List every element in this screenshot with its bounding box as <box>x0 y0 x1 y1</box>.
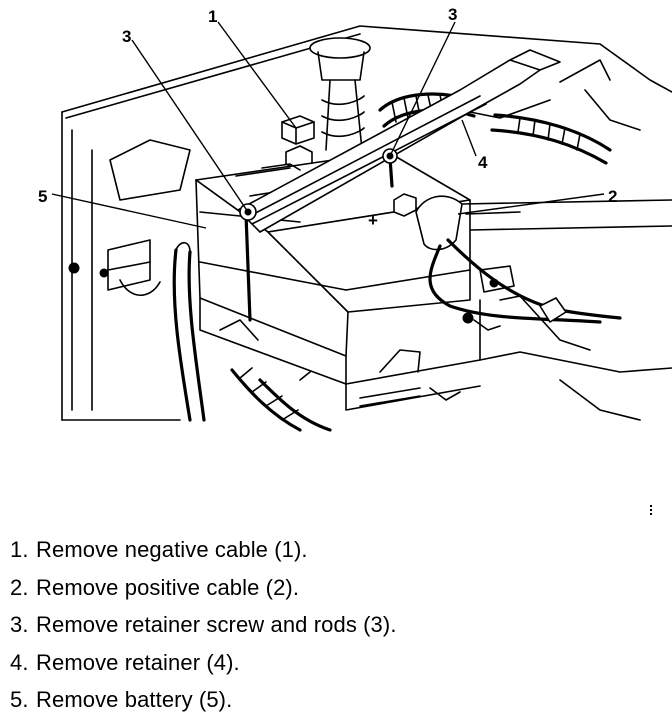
engine-compartment-outline <box>61 25 672 421</box>
callout-5: 5 <box>38 187 47 206</box>
leader-lines <box>51 21 605 229</box>
leader-1 <box>217 21 297 129</box>
step-item: 2. Remove positive cable (2). <box>10 569 397 607</box>
step-number: 4. <box>10 649 29 675</box>
callout-2: 2 <box>608 187 617 206</box>
step-item: 5. Remove battery (5). <box>10 681 397 719</box>
callout-3-left: 3 <box>122 27 131 46</box>
step-item: 1. Remove negative cable (1). <box>10 531 397 569</box>
step-text: Remove battery (5). <box>36 687 233 712</box>
battery-removal-diagram: + <box>38 5 672 432</box>
retainer <box>237 49 561 233</box>
reservoir-cap <box>309 37 371 151</box>
lower-hose <box>172 241 332 432</box>
step-item: 3. Remove retainer screw and rods (3). <box>10 606 397 644</box>
step-text: Remove retainer screw and rods (3). <box>36 612 397 637</box>
step-item: 4. Remove retainer (4). <box>10 644 397 682</box>
step-text: Remove negative cable (1). <box>36 537 308 562</box>
leader-5 <box>51 193 207 229</box>
step-text: Remove positive cable (2). <box>36 574 300 600</box>
step-number: 3. <box>10 612 29 637</box>
step-number: 2. <box>10 574 29 600</box>
negative-terminal-bolt <box>281 115 315 171</box>
margin-mark <box>650 505 652 519</box>
callout-1: 1 <box>208 7 217 26</box>
step-number: 5. <box>10 687 29 712</box>
leader-4 <box>461 119 477 157</box>
callout-3-right: 3 <box>448 5 457 24</box>
positive-symbol: + <box>368 211 378 230</box>
leader-2 <box>457 193 605 215</box>
removal-steps-list: 1. Remove negative cable (1). 2. Remove po… <box>10 531 397 719</box>
positive-cable <box>415 195 622 331</box>
step-number: 1. <box>10 537 29 562</box>
leader-3-right <box>389 21 456 157</box>
leader-3-left <box>131 39 249 213</box>
step-text: Remove retainer (4). <box>36 649 240 675</box>
callout-4: 4 <box>478 153 488 172</box>
fender-structure <box>461 199 672 421</box>
